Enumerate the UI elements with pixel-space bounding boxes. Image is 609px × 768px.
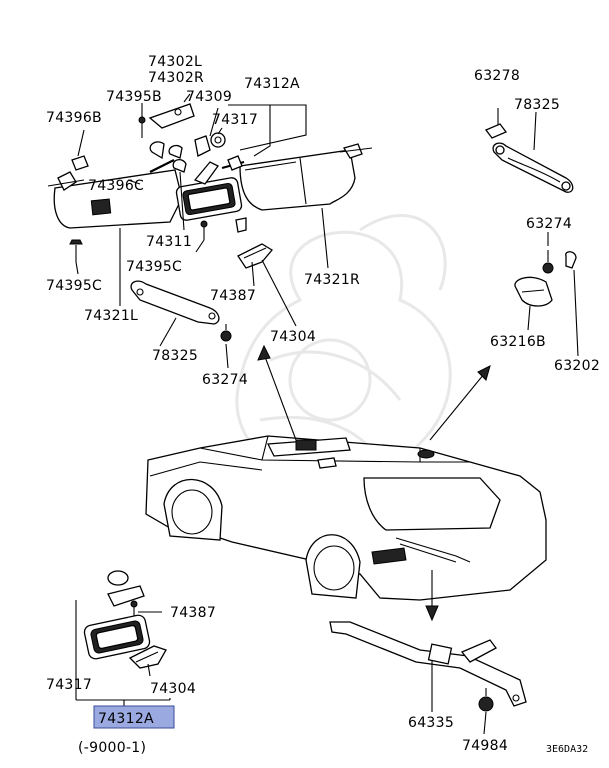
label-63216B[interactable]: 63216B [490, 334, 546, 350]
label-74395B[interactable]: 74395B [106, 89, 162, 105]
label-74396C[interactable]: 74396C [88, 178, 144, 194]
sun-visor-assembly [47, 93, 373, 306]
label-74302L[interactable]: 74302L [148, 54, 202, 70]
screw-63274-left [220, 324, 232, 342]
sun-visor-right [239, 149, 356, 211]
label-74321L[interactable]: 74321L [84, 308, 138, 324]
label-78325-left[interactable]: 78325 [152, 348, 198, 364]
rear-window [363, 477, 501, 531]
bolt-74984 [478, 688, 494, 712]
watermark-logo [235, 214, 452, 481]
label-74396B[interactable]: 74396B [46, 110, 102, 126]
label-74312A-bottom[interactable]: 74312A [98, 711, 154, 727]
label-74309[interactable]: 74309 [186, 89, 232, 105]
label-74387-bottom[interactable]: 74387 [170, 605, 216, 621]
diagram-id: 3E6DA32 [546, 744, 588, 755]
grab-handle-left [130, 280, 220, 325]
label-74311[interactable]: 74311 [146, 234, 192, 250]
part-labels: 74302L 74302R 74395B 74309 74312A 74396B… [46, 54, 600, 756]
label-74312A-top[interactable]: 74312A [244, 76, 300, 92]
label-63202[interactable]: 63202 [554, 358, 600, 374]
label-63274-right[interactable]: 63274 [526, 216, 572, 232]
label-74302R[interactable]: 74302R [148, 70, 204, 86]
clip-63278 [484, 108, 508, 139]
grab-handle-right [492, 142, 574, 193]
label-74984[interactable]: 74984 [462, 738, 508, 754]
mirror-detail [75, 570, 171, 706]
screw-63274-right [542, 250, 554, 274]
label-74395C-left[interactable]: 74395C [46, 278, 102, 294]
right-handle-group [484, 108, 579, 357]
cover-74387 [237, 243, 273, 269]
label-74317-top[interactable]: 74317 [212, 112, 258, 128]
label-74395C-mid[interactable]: 74395C [126, 259, 182, 275]
label-74321R[interactable]: 74321R [304, 272, 360, 288]
label-74317-bottom[interactable]: 74317 [46, 677, 92, 693]
label-63278[interactable]: 63278 [474, 68, 520, 84]
screw-74311 [200, 220, 208, 240]
screw-74395B [138, 116, 146, 138]
footnote: (-9000-1) [78, 740, 146, 756]
label-74304-top[interactable]: 74304 [270, 329, 316, 345]
label-63274-left[interactable]: 63274 [202, 372, 248, 388]
label-74387-top[interactable]: 74387 [210, 288, 256, 304]
cargo-strap-detail [329, 621, 527, 735]
cap-63216B [514, 276, 553, 307]
sun-visor-left [53, 169, 183, 229]
strap-64335 [329, 621, 527, 707]
left-handle-group [130, 243, 297, 369]
label-74304-bottom[interactable]: 74304 [150, 681, 196, 697]
label-78325-right[interactable]: 78325 [514, 97, 560, 113]
mirror-mount-base [148, 103, 195, 129]
highlight-box[interactable] [93, 705, 175, 729]
car-body [145, 344, 547, 622]
label-64335[interactable]: 64335 [408, 715, 454, 731]
screw-74395C-left [69, 239, 83, 262]
mirror-cap-74317 [107, 570, 129, 586]
